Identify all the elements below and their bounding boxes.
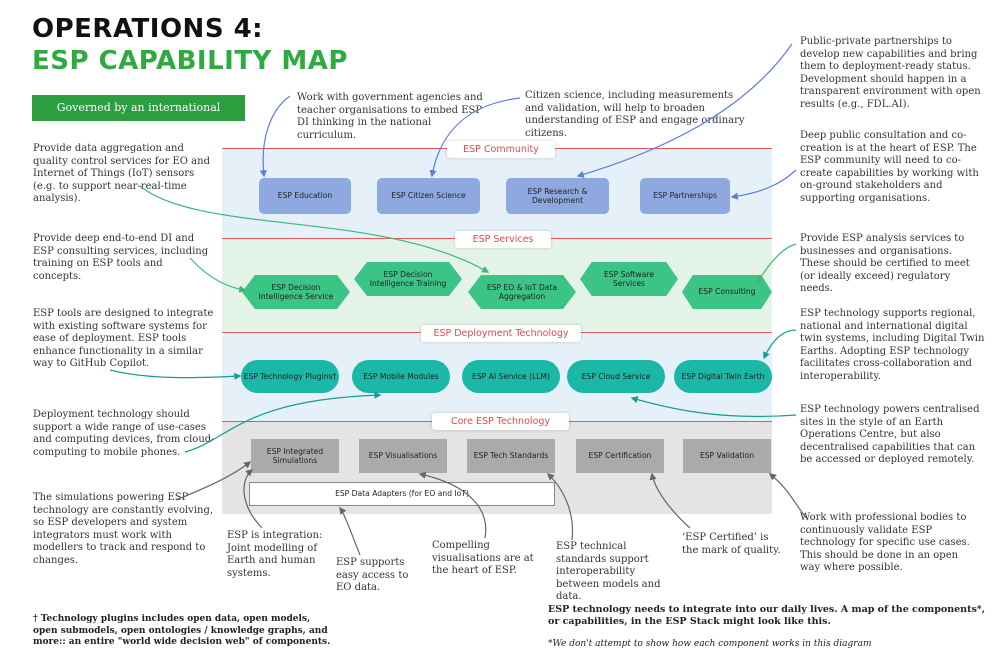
note-analysis: Provide ESP analysis services to busines… xyxy=(800,233,970,294)
note-public-private: Public-private partnerships to develop n… xyxy=(800,36,981,110)
note-consultation: Deep public consultation and co-creation… xyxy=(800,130,979,204)
governance-badge: Governed by an international organisatio… xyxy=(32,95,245,140)
node-esp-partnerships[interactable]: ESP Partnerships xyxy=(640,178,730,214)
note-aggregation: Provide data aggregation and quality con… xyxy=(33,143,210,204)
page-title-line2: ESP CAPABILITY MAP xyxy=(32,46,348,76)
node-esp-decision-intelligence-service[interactable]: ESP Decision Intelligence Service xyxy=(242,275,350,309)
note-integrate: ESP tools are designed to integrate with… xyxy=(33,308,214,369)
note-simulations: The simulations powering ESP technology … xyxy=(33,492,214,566)
note-validate: Work with professional bodies to continu… xyxy=(800,512,970,573)
layer-label-community: ESP Community xyxy=(447,141,555,158)
note-government-agencies: Work with government agencies and teache… xyxy=(297,92,483,141)
layer-label-core: Core ESP Technology xyxy=(432,413,569,430)
node-esp-data-adapters[interactable]: ESP Data Adapters (for EO and IoT) xyxy=(249,482,555,506)
note-centralised: ESP technology powers centralised sites … xyxy=(800,404,980,465)
node-esp-validation[interactable]: ESP Validation xyxy=(683,439,771,473)
note-digital-twin: ESP technology supports regional, nation… xyxy=(800,308,985,382)
page-title-line1: OPERATIONS 4: xyxy=(32,14,264,44)
node-esp-technology-plugins[interactable]: ESP Technology Plugins† xyxy=(241,360,339,393)
node-esp-mobile-modules[interactable]: ESP Mobile Modules xyxy=(352,360,450,393)
node-esp-cloud-service[interactable]: ESP Cloud Service xyxy=(567,360,665,393)
layer-label-services: ESP Services xyxy=(455,231,551,248)
note-easy-access: ESP supports easy access to EO data. xyxy=(336,557,409,593)
node-esp-research-development[interactable]: ESP Research & Development xyxy=(506,178,609,214)
footnote-daily-lives: ESP technology needs to integrate into o… xyxy=(548,604,986,628)
node-esp-ai-service[interactable]: ESP AI Service (LLM) xyxy=(462,360,560,393)
note-integration: ESP is integration: Joint modelling of E… xyxy=(227,530,323,579)
node-esp-eo-iot-data-aggregation[interactable]: ESP EO & IoT Data Aggregation xyxy=(468,275,576,309)
note-standards: ESP technical standards support interope… xyxy=(556,541,661,602)
node-esp-digital-twin-earth[interactable]: ESP Digital Twin Earth xyxy=(674,360,772,393)
note-certified: ‘ESP Certified’ is the mark of quality. xyxy=(682,532,781,556)
layer-label-deployment: ESP Deployment Technology xyxy=(421,325,581,342)
footnote-asterisk: *We don't attempt to show how each compo… xyxy=(548,639,872,649)
node-esp-tech-standards[interactable]: ESP Tech Standards xyxy=(467,439,555,473)
footnote-plugins: † Technology plugins includes open data,… xyxy=(33,614,331,648)
node-esp-education[interactable]: ESP Education xyxy=(259,178,351,214)
arrow-easy-access xyxy=(339,506,361,556)
node-esp-decision-intelligence-training[interactable]: ESP Decision Intelligence Training xyxy=(354,262,462,296)
node-esp-visualisations[interactable]: ESP Visualisations xyxy=(359,439,447,473)
node-esp-citizen-science[interactable]: ESP Citizen Science xyxy=(377,178,480,214)
note-consulting: Provide deep end-to-end DI and ESP consu… xyxy=(33,233,209,282)
node-esp-software-services[interactable]: ESP Software Services xyxy=(580,262,678,296)
arrow-plugins xyxy=(109,369,242,380)
node-esp-consulting[interactable]: ESP Consulting xyxy=(682,275,772,309)
note-citizen-science: Citizen science, including measurements … xyxy=(525,90,745,139)
node-esp-certification[interactable]: ESP Certification xyxy=(576,439,664,473)
note-visualisations: Compelling visualisations are at the hea… xyxy=(432,540,534,576)
node-esp-integrated-simulations[interactable]: ESP Integrated Simulations xyxy=(251,439,339,473)
note-devices: Deployment technology should support a w… xyxy=(33,409,215,458)
